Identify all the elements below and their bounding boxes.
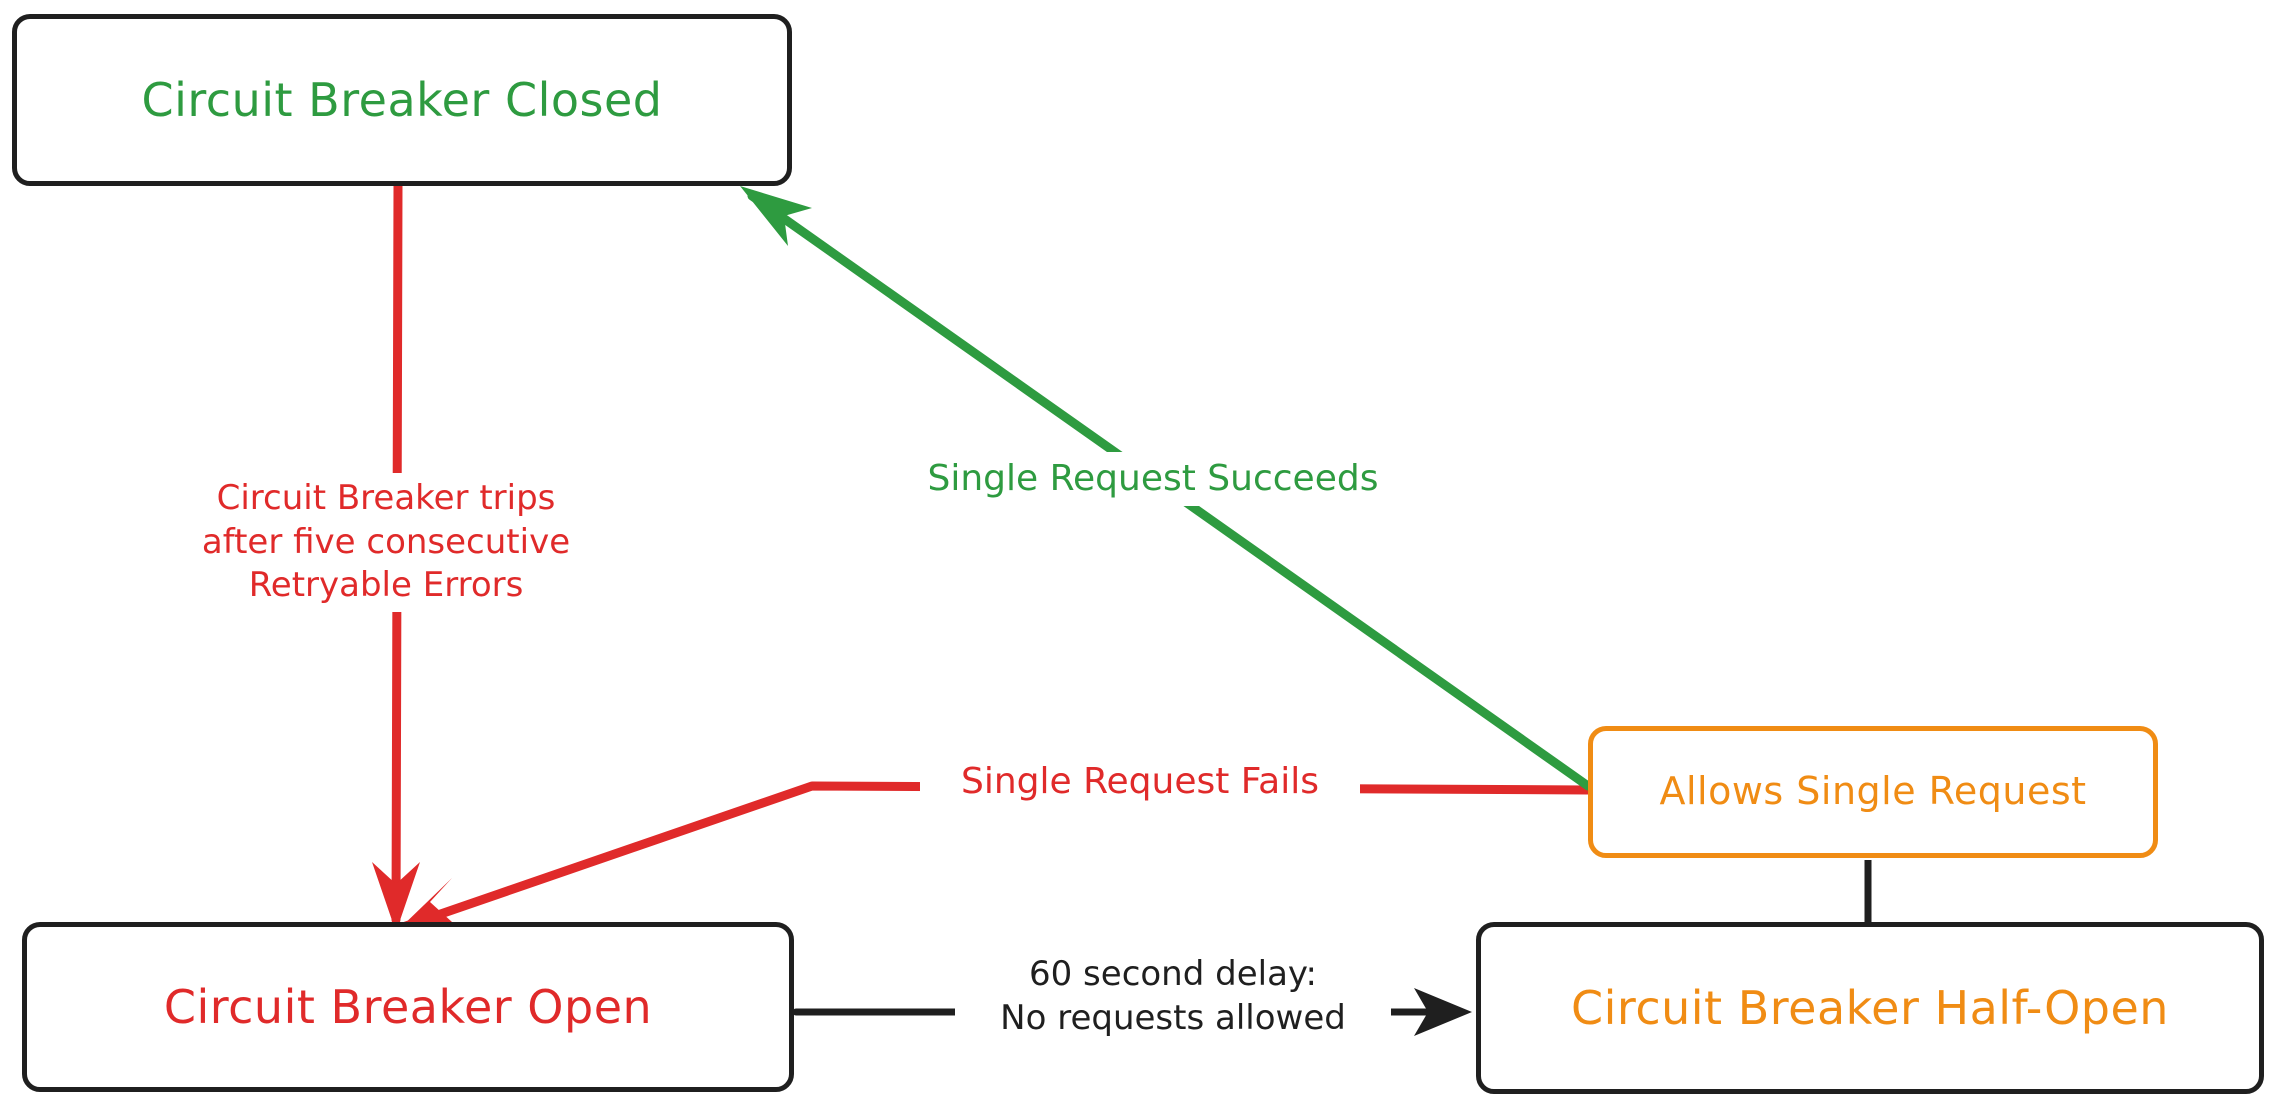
edge-allows-to-closed [740,186,1593,791]
edge-open-to-half-open-arrowhead [1414,988,1472,1036]
state-node-open-label: Circuit Breaker Open [163,979,653,1034]
state-node-circuit-breaker-closed[interactable]: Circuit Breaker Closed [12,14,792,186]
edge-closed-to-open [372,181,420,932]
state-node-half-open-label: Circuit Breaker Half-Open [1571,980,2169,1035]
state-node-allows-label: Allows Single Request [1659,769,2087,814]
edge-allows-to-open [395,781,1593,933]
state-node-circuit-breaker-open[interactable]: Circuit Breaker Open [22,922,794,1092]
edge-open-to-half-open [792,988,1472,1036]
edge-allows-to-open-arrowhead [396,878,452,932]
state-node-allows-single-request[interactable]: Allows Single Request [1588,726,2158,858]
edge-allows-to-closed-arrowhead [740,186,812,246]
edge-closed-to-open-arrowhead [372,862,420,932]
edge-allows-to-open-line [395,781,1593,933]
state-node-closed-label: Circuit Breaker Closed [141,72,663,127]
state-node-circuit-breaker-half-open[interactable]: Circuit Breaker Half-Open [1476,922,2264,1094]
edge-closed-to-open-line [391,181,403,925]
edge-allows-to-closed-line [747,191,1593,791]
